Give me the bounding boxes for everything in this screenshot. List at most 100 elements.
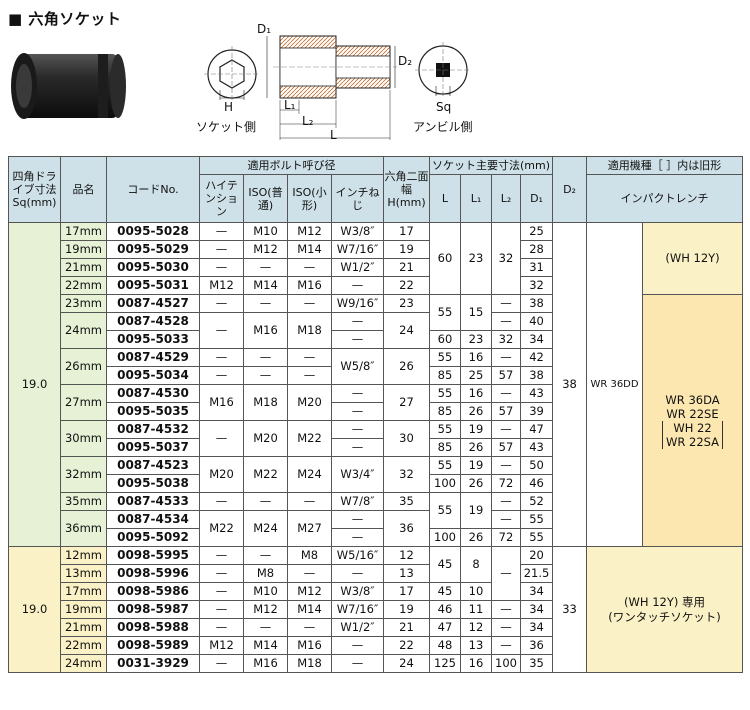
inch-cell: W3/4″ (331, 456, 384, 493)
iso-small-cell: M12 (287, 222, 332, 241)
d1-cell: 34 (519, 582, 554, 601)
code-cell: 0095-5033 (106, 330, 200, 349)
name-cell: 19mm (60, 600, 107, 619)
l2-cell: 57 (491, 366, 521, 385)
l2-cell: — (491, 420, 521, 439)
l1-cell: 10 (460, 582, 492, 601)
model-label: WR 22SE (666, 406, 719, 421)
l-cell: 47 (429, 618, 461, 637)
model-cell: (WH 12Y) 専用 (ワンタッチソケット) (586, 546, 744, 673)
l2-cell: — (491, 510, 521, 529)
l2-cell: 72 (491, 528, 521, 547)
iso-cell: — (243, 618, 288, 637)
header-l2: L₂ (491, 174, 521, 223)
iso-small-cell: M14 (287, 240, 332, 259)
d2-cell: 38 (552, 222, 588, 547)
iso-small-cell: — (287, 564, 332, 583)
inch-cell: W1/2″ (331, 258, 384, 277)
hex-cell: 35 (383, 492, 430, 511)
l2-cell: 57 (491, 438, 521, 457)
hiten-cell: — (199, 582, 244, 601)
hiten-cell: — (199, 546, 244, 565)
code-cell: 0087-4528 (106, 312, 200, 331)
code-cell: 0095-5029 (106, 240, 200, 259)
iso-cell: M22 (243, 456, 288, 493)
l-cell: 60 (429, 222, 461, 295)
l1-cell: 8 (460, 546, 492, 583)
l-cell: 100 (429, 528, 461, 547)
l-cell: 60 (429, 330, 461, 349)
model-label: (WH 12Y) 専用 (624, 594, 705, 609)
d1-cell: 55 (519, 528, 554, 547)
hex-cell: 22 (383, 636, 430, 655)
page-title: ■ 六角ソケット (8, 10, 122, 28)
hiten-cell: — (199, 600, 244, 619)
hiten-cell: — (199, 294, 244, 313)
name-cell: 12mm (60, 546, 107, 565)
iso-small-cell: — (287, 618, 332, 637)
code-cell: 0098-5996 (106, 564, 200, 583)
socket-photo (11, 53, 126, 119)
name-cell: 26mm (60, 348, 107, 385)
l-cell: 85 (429, 402, 461, 421)
anvil-side-diagram (415, 42, 471, 98)
inch-cell: W5/8″ (331, 348, 384, 385)
d1-cell: 40 (519, 312, 554, 331)
l2-cell: 32 (491, 222, 521, 295)
d1-cell: 43 (519, 438, 554, 457)
d1-cell: 21.5 (519, 564, 554, 583)
header-drive: 四角ドライブ寸法Sq(mm) (8, 156, 61, 223)
code-cell: 0087-4532 (106, 420, 200, 439)
model-label: WR 36DA (665, 392, 720, 407)
code-cell: 0087-4527 (106, 294, 200, 313)
name-cell: 21mm (60, 258, 107, 277)
drive-cell: 19.0 (8, 222, 61, 547)
hiten-cell: — (199, 222, 244, 241)
name-cell: 36mm (60, 510, 107, 547)
name-cell: 24mm (60, 654, 107, 673)
l1-cell: 16 (460, 654, 492, 673)
iso-small-cell: M18 (287, 654, 332, 673)
iso-cell: M12 (243, 240, 288, 259)
iso-cell: M16 (243, 312, 288, 349)
header-d1: D₁ (519, 174, 554, 223)
d1-cell: 50 (519, 456, 554, 475)
iso-cell: M8 (243, 564, 288, 583)
label-h: H (224, 100, 234, 114)
l-cell: 85 (429, 438, 461, 457)
hex-cell: 19 (383, 240, 430, 259)
code-cell: 0095-5037 (106, 438, 200, 457)
header-code: コードNo. (106, 156, 200, 223)
d1-cell: 34 (519, 330, 554, 349)
hiten-cell: — (199, 654, 244, 673)
iso-cell: M14 (243, 636, 288, 655)
code-cell: 0095-5030 (106, 258, 200, 277)
iso-cell: — (243, 294, 288, 313)
iso-small-cell: M8 (287, 546, 332, 565)
inch-cell: W5/16″ (331, 546, 384, 565)
header-iso-std: ISO(普通) (243, 174, 288, 223)
iso-small-cell: M12 (287, 582, 332, 601)
iso-cell: M10 (243, 582, 288, 601)
code-cell: 0098-5987 (106, 600, 200, 619)
hex-cell: 19 (383, 600, 430, 619)
d1-cell: 34 (519, 618, 554, 637)
d2-cell: 33 (552, 546, 588, 673)
l1-cell: 19 (460, 456, 492, 475)
label-d2: D₂ (398, 54, 413, 68)
l1-cell: 26 (460, 402, 492, 421)
label-l: L (330, 128, 337, 142)
model-group-cell: WR 36DA WR 22SE WH 22 WR 22SA (642, 294, 744, 547)
l-cell: 125 (429, 654, 461, 673)
hiten-cell: — (199, 492, 244, 511)
inch-cell: W9/16″ (331, 294, 384, 313)
iso-small-cell: M16 (287, 636, 332, 655)
l-cell: 55 (429, 492, 461, 529)
name-cell: 23mm (60, 294, 107, 313)
socket-section-diagram (266, 35, 397, 140)
name-cell: 32mm (60, 456, 107, 493)
inch-cell: W7/16″ (331, 600, 384, 619)
l1-cell: 19 (460, 492, 492, 529)
l1-cell: 26 (460, 528, 492, 547)
label-sq: Sq (436, 100, 452, 114)
